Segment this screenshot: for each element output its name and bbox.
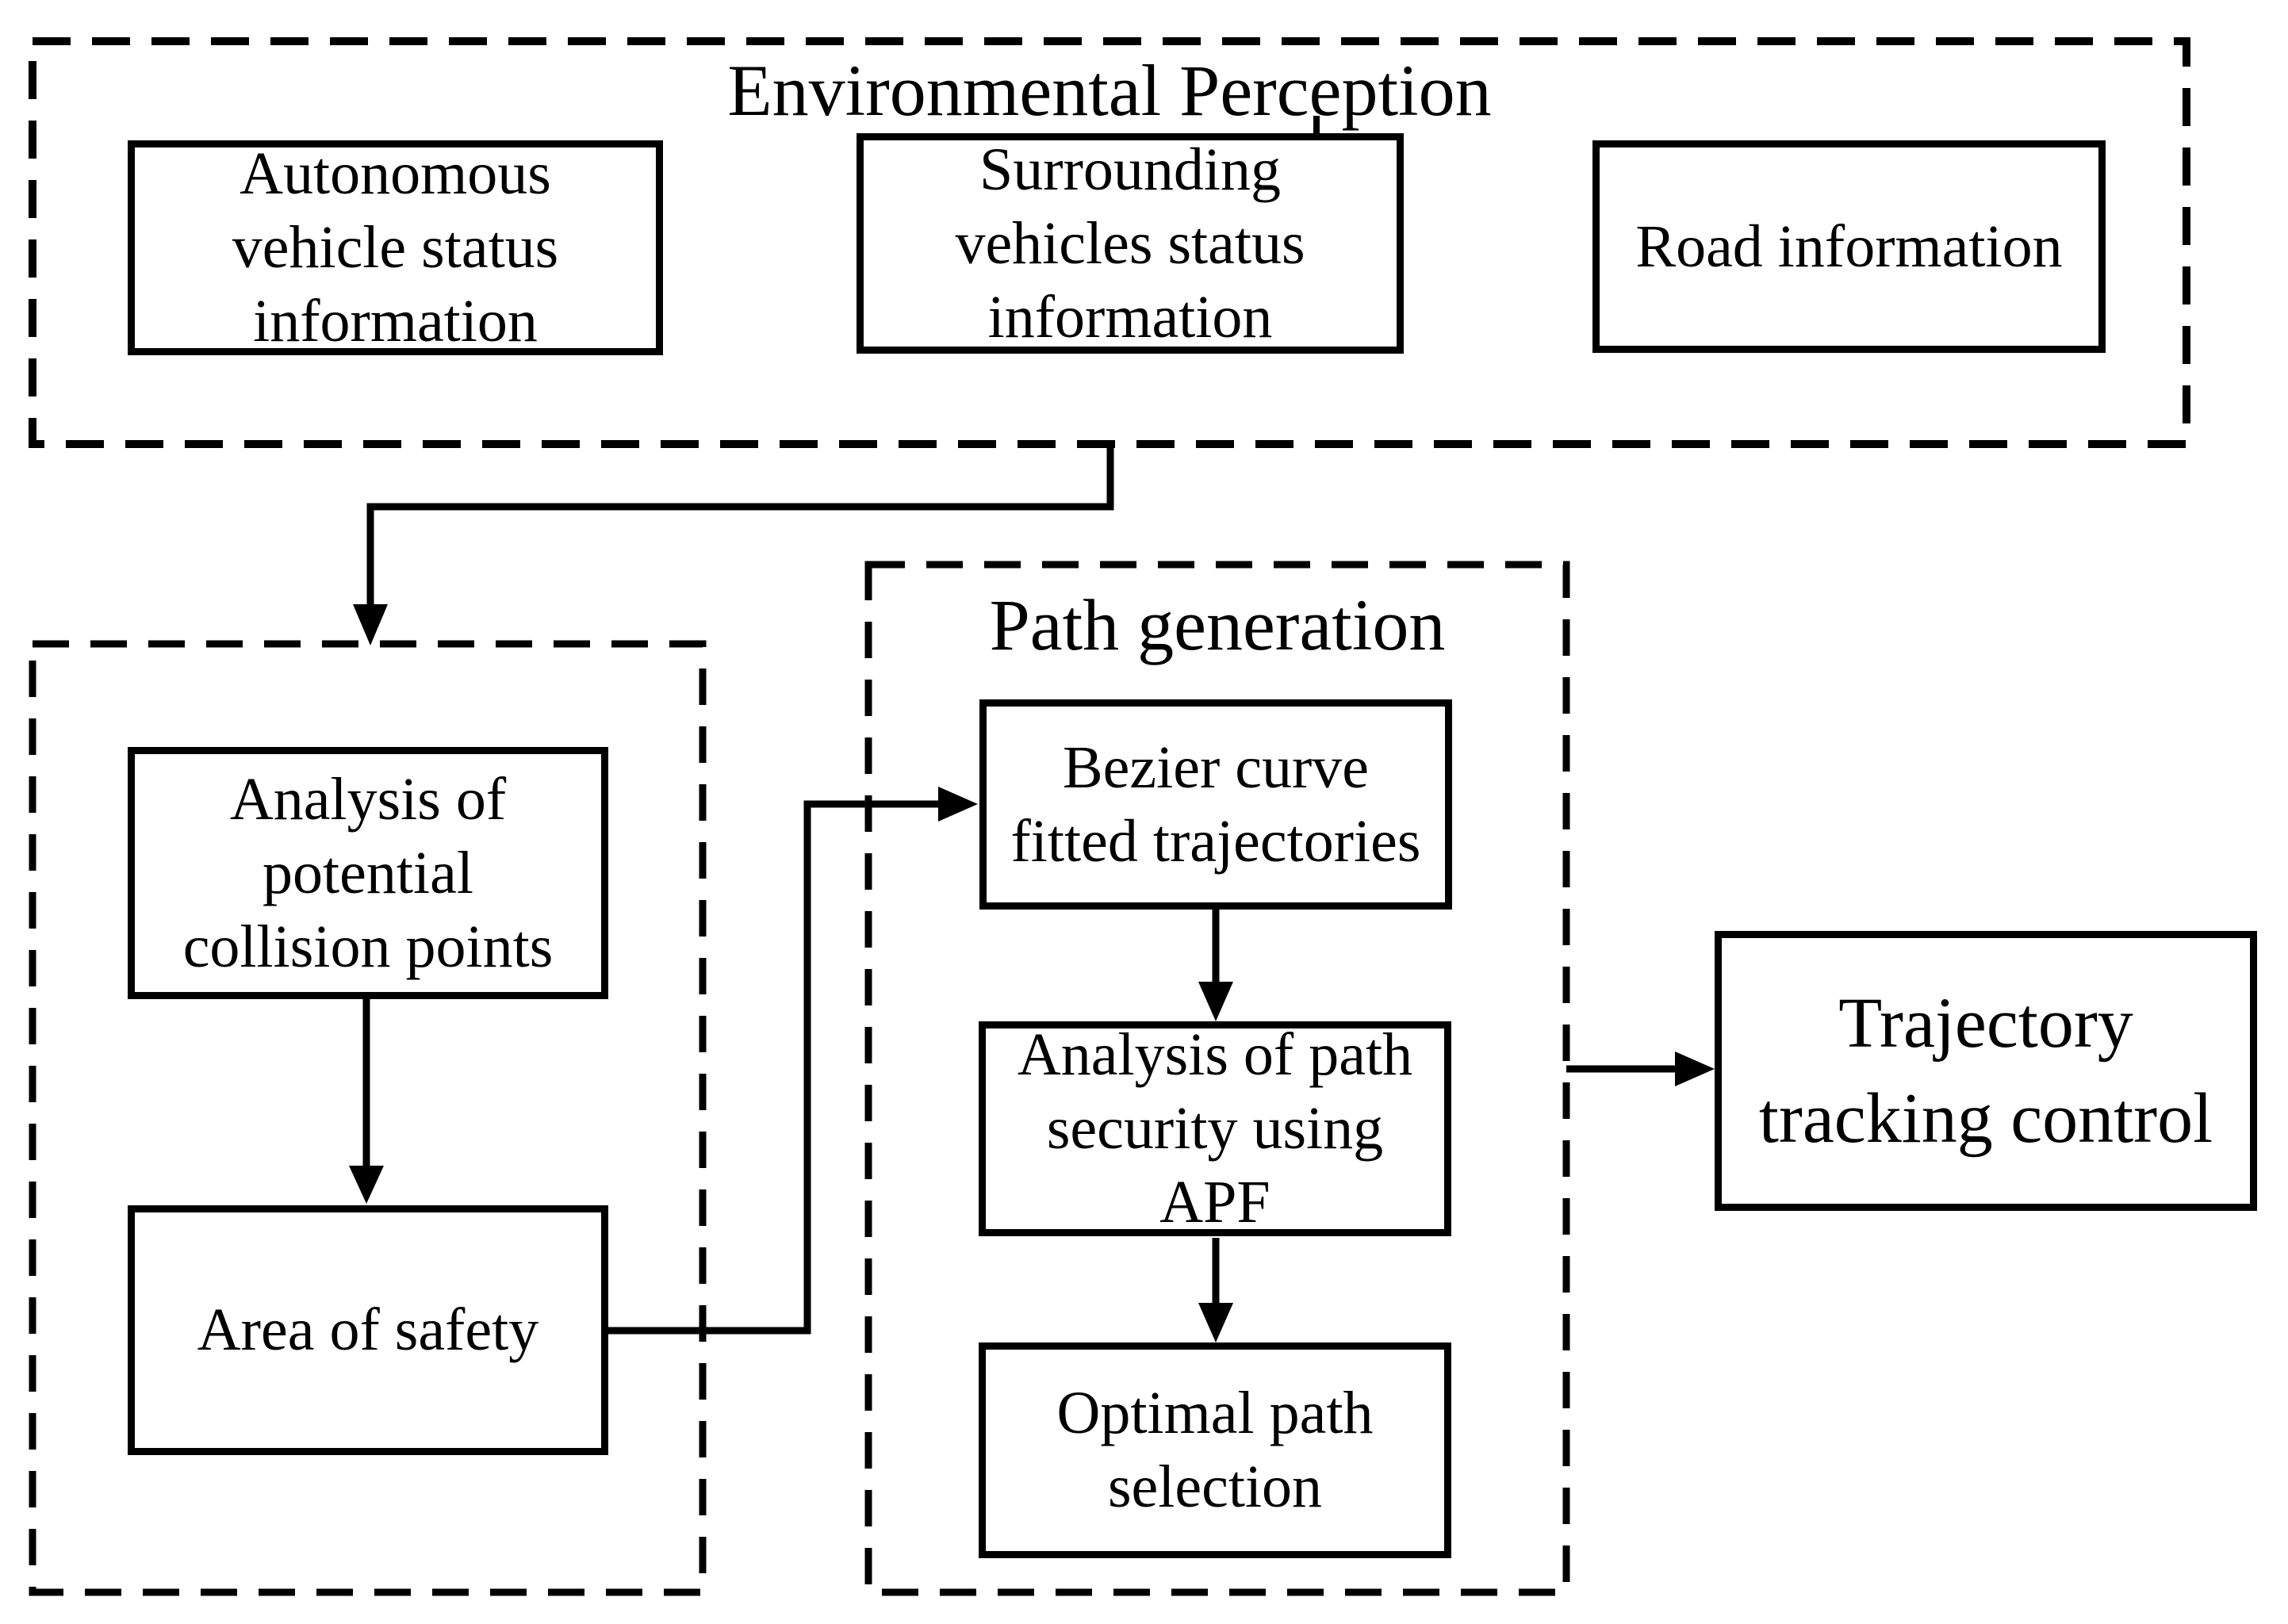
- arrowhead-down-into-area-of-safety: [349, 1166, 384, 1204]
- arrowhead-down-into-safety-group: [353, 604, 388, 645]
- box-bezier-curve-trajectories: Bezier curve fitted trajectories: [979, 699, 1452, 910]
- path-generation-group-frame: [864, 561, 1570, 1596]
- connector-safety-to-bezier: [608, 800, 940, 1335]
- box-autonomous-vehicle-status: Autonomous vehicle status information: [128, 140, 663, 355]
- box-label-line: security using: [1046, 1095, 1384, 1162]
- arrowhead-right-into-bezier: [938, 787, 978, 822]
- box-label-line: tracking control: [1758, 1078, 2213, 1158]
- box-optimal-path-selection: Optimal path selection: [979, 1342, 1451, 1558]
- arrowhead-right-into-tracking: [1675, 1051, 1715, 1086]
- box-label-line: collision points: [182, 913, 554, 980]
- box-label-line: Analysis of path: [1017, 1021, 1413, 1088]
- box-trajectory-tracking-control: Trajectory tracking control: [1715, 931, 2257, 1211]
- path-generation-title: Path generation: [989, 584, 1446, 665]
- arrowhead-down-into-apf: [1198, 982, 1233, 1021]
- arrowhead-down-into-optimal: [1198, 1303, 1233, 1342]
- box-label-line: Surrounding: [979, 136, 1281, 203]
- box-label-line: Analysis of: [229, 765, 507, 833]
- box-label-line: vehicle status: [232, 214, 559, 281]
- box-surrounding-vehicles-status: Surrounding vehicles status information: [857, 133, 1404, 354]
- box-label-line: APF: [1159, 1169, 1270, 1235]
- box-label-line: information: [253, 288, 538, 354]
- box-label-line: Bezier curve: [1062, 733, 1370, 801]
- box-label-line: fitted trajectories: [1010, 807, 1421, 875]
- box-label-line: potential: [263, 839, 473, 906]
- box-label-line: Area of safety: [197, 1297, 539, 1363]
- box-label-line: Trajectory: [1838, 983, 2133, 1063]
- box-label-line: Autonomous: [240, 140, 551, 207]
- environmental-perception-title: Environmental Perception: [727, 50, 1492, 131]
- box-path-security-apf: Analysis of path security using APF: [979, 1021, 1451, 1236]
- box-label-line: vehicles status: [955, 209, 1305, 277]
- box-label-line: information: [987, 283, 1273, 350]
- box-area-of-safety: Area of safety: [128, 1205, 608, 1455]
- box-label-line: Road information: [1635, 213, 2063, 280]
- box-label-line: selection: [1107, 1454, 1323, 1520]
- box-road-information: Road information: [1592, 140, 2106, 353]
- box-collision-points-analysis: Analysis of potential collision points: [128, 747, 608, 999]
- box-label-line: Optimal path: [1056, 1380, 1374, 1446]
- connector-env-to-safety-group: [366, 444, 1114, 606]
